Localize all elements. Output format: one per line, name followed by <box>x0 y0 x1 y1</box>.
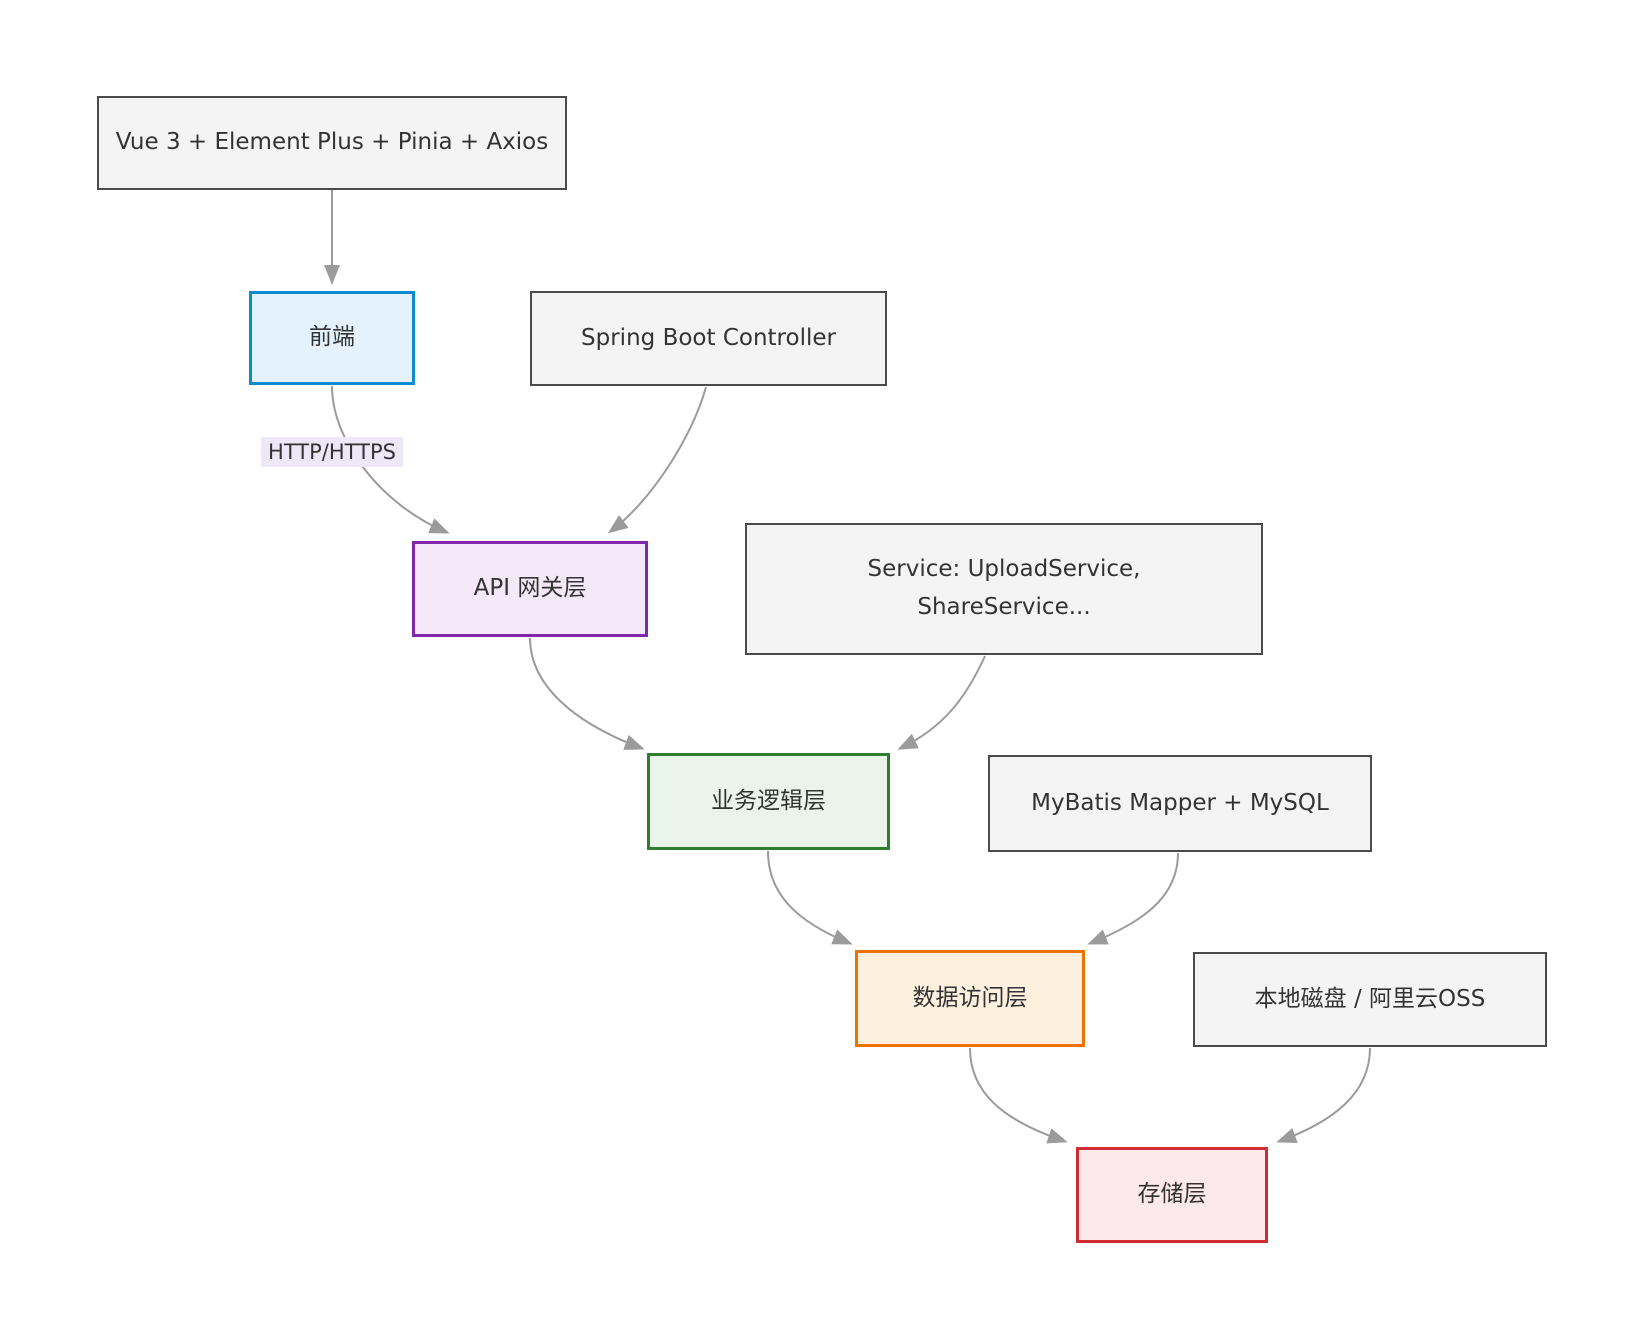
edge-logic-to-dataaccess <box>767 850 853 945</box>
edge-service-to-logic <box>897 655 986 750</box>
node-service-layer-detail-line1: Service: UploadService, <box>867 556 1141 583</box>
node-frontend: 前端 <box>249 291 415 385</box>
node-storage-detail-label: 本地磁盘 / 阿里云OSS <box>1254 985 1486 1012</box>
node-mybatis-mysql-label: MyBatis Mapper + MySQL <box>1031 789 1329 816</box>
node-storage-detail: 本地磁盘 / 阿里云OSS <box>1193 952 1547 1047</box>
edge-gateway-to-logic <box>529 637 645 750</box>
node-service-layer-detail: Service: UploadService, ShareService... <box>745 523 1263 655</box>
node-service-layer-detail-line2: ShareService... <box>917 594 1091 620</box>
edge-mybatis-to-dataaccess <box>1087 852 1179 945</box>
node-frontend-label: 前端 <box>309 324 355 351</box>
edge-label-http-https: HTTP/HTTPS <box>261 437 403 467</box>
node-api-gateway: API 网关层 <box>412 541 648 637</box>
node-storage: 存储层 <box>1076 1147 1268 1243</box>
node-spring-controller-label: Spring Boot Controller <box>581 324 836 351</box>
node-data-access-label: 数据访问层 <box>912 984 1028 1011</box>
node-storage-label: 存储层 <box>1137 1181 1207 1208</box>
edge-dataaccess-to-storage <box>969 1047 1068 1144</box>
edge-disk-to-storage <box>1276 1047 1371 1144</box>
node-spring-controller: Spring Boot Controller <box>530 291 887 386</box>
node-business-logic-label: 业务逻辑层 <box>711 787 826 814</box>
node-api-gateway-label: API 网关层 <box>473 575 587 602</box>
node-frontend-stack-label: Vue 3 + Element Plus + Pinia + Axios <box>115 129 549 156</box>
node-business-logic: 业务逻辑层 <box>647 753 890 850</box>
edge-frontend-to-gateway <box>331 385 450 534</box>
edge-controller-to-gateway <box>607 386 707 534</box>
node-mybatis-mysql: MyBatis Mapper + MySQL <box>988 755 1372 852</box>
node-data-access: 数据访问层 <box>855 950 1085 1047</box>
node-frontend-stack: Vue 3 + Element Plus + Pinia + Axios <box>97 96 567 190</box>
